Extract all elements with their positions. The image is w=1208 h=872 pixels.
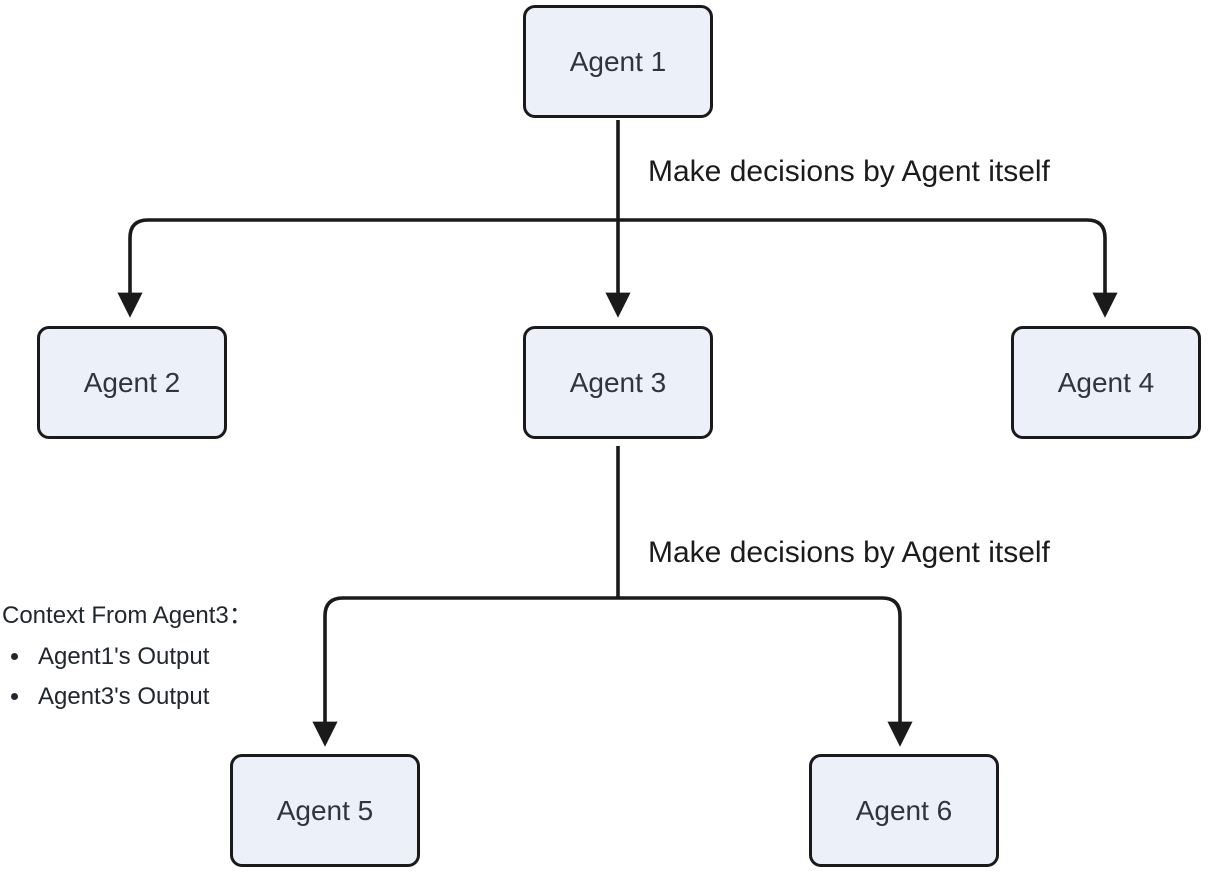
- node-agent-4: Agent 4: [1011, 326, 1201, 439]
- node-agent-3: Agent 3: [523, 326, 713, 439]
- context-note-item: Agent1's Output: [32, 637, 312, 677]
- edge-label-top: Make decisions by Agent itself: [648, 155, 1050, 188]
- context-note: Context From Agent3： Agent1's Output Age…: [2, 601, 312, 717]
- node-agent-2: Agent 2: [37, 326, 227, 439]
- edge-agent3-agent6: [618, 596, 913, 747]
- node-agent-6-label: Agent 6: [855, 794, 953, 826]
- edge-label-bottom: Make decisions by Agent itself: [648, 536, 1050, 569]
- edge-agent1-agent2: [117, 218, 618, 318]
- node-agent-1-label: Agent 1: [569, 45, 667, 77]
- node-agent-3-label: Agent 3: [569, 366, 667, 398]
- node-agent-4-label: Agent 4: [1057, 366, 1155, 398]
- edge-agent3-agent5: [312, 596, 618, 747]
- node-agent-5: Agent 5: [230, 754, 420, 867]
- context-note-list: Agent1's Output Agent3's Output: [2, 637, 312, 717]
- node-agent-2-label: Agent 2: [83, 366, 181, 398]
- node-agent-5-label: Agent 5: [276, 794, 374, 826]
- node-agent-6: Agent 6: [809, 754, 999, 867]
- context-note-item: Agent3's Output: [32, 677, 312, 717]
- context-note-title: Context From Agent3：: [2, 602, 253, 629]
- edge-agent1-agent4: [618, 218, 1118, 318]
- node-agent-1: Agent 1: [523, 5, 713, 118]
